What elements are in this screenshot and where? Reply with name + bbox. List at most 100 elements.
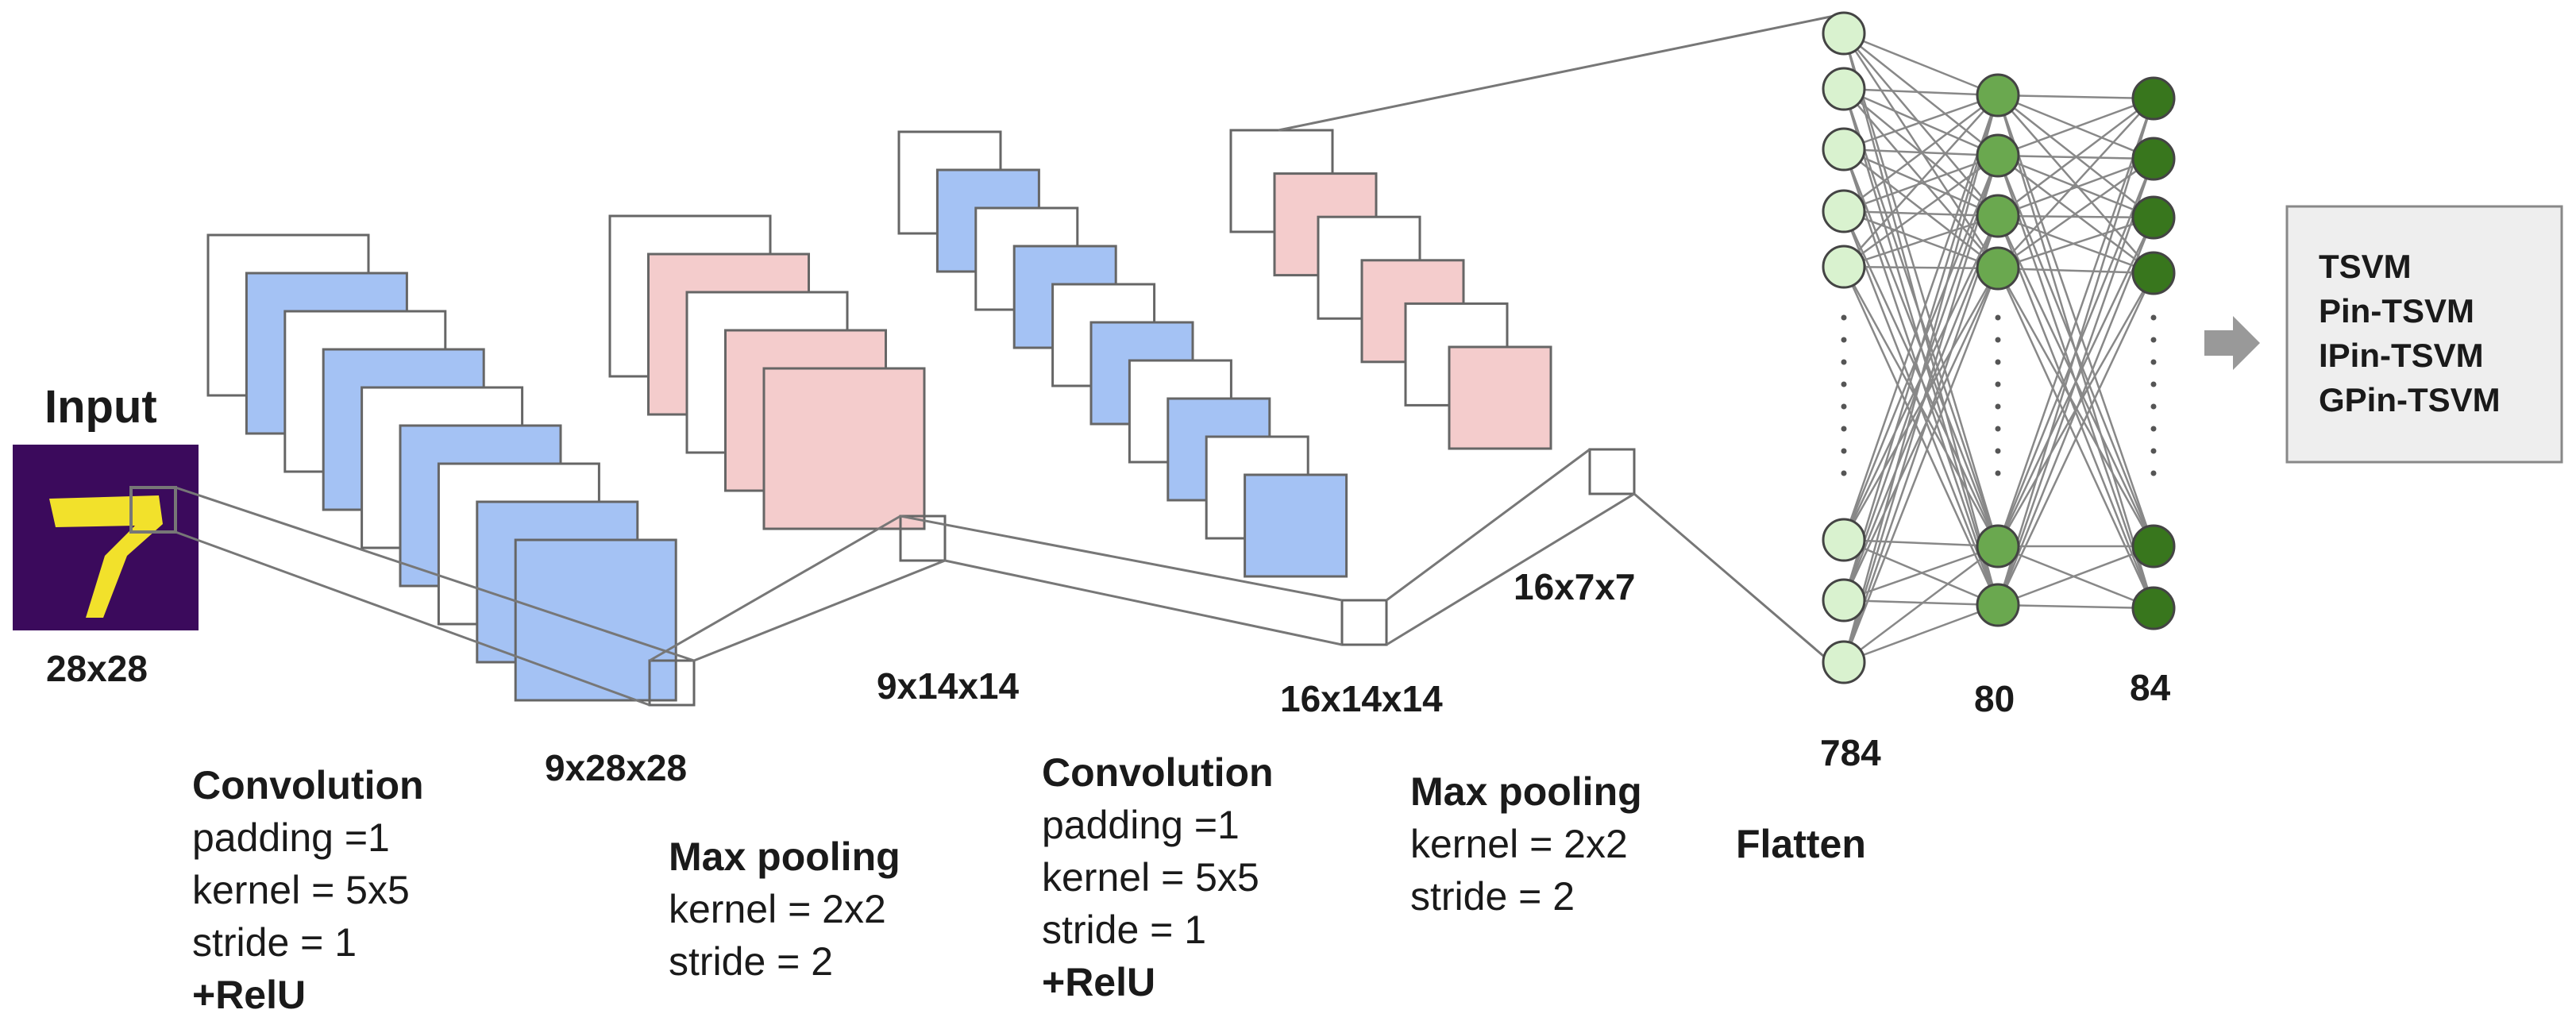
fc-edge — [1843, 599, 1999, 607]
fc-edge — [1843, 210, 1999, 218]
classifier-box-frame — [2285, 205, 2563, 464]
ellipsis-dot — [1995, 426, 2001, 432]
ellipsis-dot — [1841, 470, 1847, 476]
fc-neuron — [2131, 524, 2176, 568]
fc-neuron — [2131, 195, 2176, 240]
pool1-param: stride = 2 — [669, 939, 833, 984]
conv2-description: Convolution padding =1 kernel = 5x5 stri… — [1042, 750, 1274, 1004]
ellipsis-dot — [1841, 381, 1847, 387]
fc-edge — [1843, 148, 1999, 269]
fc-edge — [1997, 94, 2154, 100]
fc-edge — [1996, 98, 2155, 606]
fc-neuron — [1822, 189, 1866, 233]
fc-neurons — [1822, 11, 2176, 684]
pool2-param: kernel = 2x2 — [1410, 822, 1628, 866]
pool1-output-label: 9x14x14 — [877, 665, 1019, 707]
conv1-param: padding =1 — [192, 815, 390, 860]
fc-edge — [1843, 32, 1999, 97]
flatten-label: Flatten — [1736, 822, 1866, 866]
input-image — [13, 445, 199, 630]
fc-neuron — [1976, 524, 2020, 568]
ellipsis-dot — [1841, 314, 1847, 321]
digit-seven-glyph — [49, 495, 163, 618]
conv2-receptive-field — [1340, 599, 1388, 646]
fc-edge — [1997, 214, 2154, 275]
conv2-param: kernel = 5x5 — [1042, 855, 1259, 900]
output-arrow-icon — [2204, 316, 2260, 370]
fc-edge — [1843, 210, 1999, 270]
fc-edge — [1997, 157, 2154, 218]
pool2-receptive-field — [1588, 448, 1636, 495]
conv1-feature-map — [514, 538, 677, 702]
ellipsis-dot — [1841, 359, 1847, 365]
pool2-output-label: 16x7x7 — [1514, 566, 1636, 607]
fc-neuron — [1976, 133, 2020, 178]
fc-edge — [1997, 603, 2154, 610]
fc-column-label-84: 84 — [2130, 667, 2171, 708]
conv1-param: stride = 1 — [192, 920, 357, 965]
fc-neuron — [1822, 245, 1866, 289]
ellipsis-dot — [1995, 381, 2001, 387]
fc-edge — [1843, 538, 1999, 548]
classifier-box: TSVM Pin-TSVM IPin-TSVM GPin-TSVM — [2285, 205, 2563, 464]
fc-neuron — [1822, 11, 1866, 56]
fc-edge — [1997, 214, 2154, 219]
conv1-activation: +RelU — [192, 973, 306, 1017]
input-title: Input — [44, 381, 157, 433]
conv1-param: kernel = 5x5 — [192, 868, 410, 912]
classifier-name: GPin-TSVM — [2319, 381, 2501, 418]
fc-edge — [1997, 157, 2154, 270]
fc-edge — [1843, 214, 1999, 268]
ellipsis-dot — [1995, 359, 2001, 365]
fc-edge — [1843, 33, 1999, 156]
input-receptive-field — [129, 486, 177, 534]
projection-line — [1386, 492, 1635, 646]
fc-edge — [1997, 545, 2154, 607]
fc-neuron — [2131, 586, 2176, 630]
pool1-param: kernel = 2x2 — [669, 887, 886, 931]
fc-edge — [1843, 154, 1999, 268]
feature-map-stacks — [175, 14, 1835, 707]
fc-edge — [1997, 545, 2154, 610]
fc-edge — [1997, 98, 2154, 269]
fc-edge — [1843, 33, 1999, 217]
pool1-receptive-field — [899, 514, 947, 562]
fc-edge — [1843, 87, 1999, 97]
fc-edge — [1996, 98, 2155, 547]
fc-edge — [1996, 272, 2155, 606]
fc-neuron — [1822, 127, 1866, 172]
conv2-op-title: Convolution — [1042, 750, 1274, 795]
fc-edge — [1842, 268, 1999, 663]
fc-neuron — [1976, 194, 2020, 238]
fc-edge — [1842, 155, 1999, 663]
ellipsis-dot — [1995, 448, 2001, 454]
classifier-name: TSVM — [2319, 248, 2412, 285]
fc-edge — [1843, 94, 1999, 268]
ellipsis-dot — [1995, 470, 2001, 476]
pool1-op-title: Max pooling — [669, 834, 900, 879]
input-size-label: 28x28 — [46, 648, 148, 689]
projection-line — [693, 559, 946, 662]
fc-neuron — [1976, 73, 2020, 118]
ellipsis-dot — [1841, 448, 1847, 454]
fc-column-label-80: 80 — [1974, 678, 2015, 719]
fc-neuron — [1822, 578, 1866, 622]
pool1-description: Max pooling kernel = 2x2 stride = 2 — [669, 834, 900, 984]
conv2-activation: +RelU — [1042, 960, 1155, 1004]
ellipsis-dot — [2150, 337, 2157, 343]
conv2-feature-map — [1244, 473, 1348, 578]
ellipsis-dot — [1995, 337, 2001, 343]
projection-line — [649, 514, 901, 662]
fc-edge — [1842, 215, 1999, 663]
conv1-description: Convolution padding =1 kernel = 5x5 stri… — [192, 763, 424, 1017]
ellipsis-dot — [2150, 314, 2157, 321]
fc-column-label-784: 784 — [1820, 732, 1881, 773]
pool2-feature-map — [1448, 345, 1552, 450]
fc-edge — [1997, 97, 2154, 157]
projection-line — [944, 559, 1343, 646]
fc-neuron — [1976, 583, 2020, 627]
ellipsis-dot — [2150, 403, 2157, 410]
fc-edge — [1996, 268, 2155, 547]
fc-edge — [1843, 545, 1999, 663]
